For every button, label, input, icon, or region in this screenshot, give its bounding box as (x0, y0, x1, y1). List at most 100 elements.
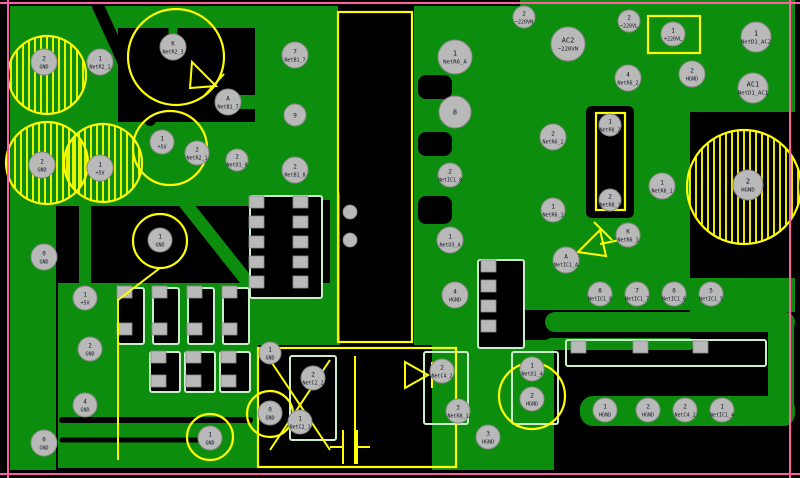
pad[interactable]: 9 (283, 103, 307, 127)
pad-shape[interactable] (197, 425, 223, 451)
ic-pad[interactable] (185, 374, 202, 388)
pad-shape[interactable] (740, 21, 772, 53)
ic-pad[interactable] (248, 235, 265, 249)
pad[interactable]: 1+5V (149, 129, 175, 155)
component-outline[interactable] (289, 355, 337, 441)
pad-shape[interactable] (445, 398, 471, 424)
ic-pad[interactable] (221, 285, 238, 299)
pad[interactable]: 2~220VL (617, 9, 641, 33)
pad-shape[interactable] (281, 156, 309, 184)
pad-shape[interactable] (512, 5, 536, 29)
component-outline[interactable] (565, 339, 767, 367)
ic-pad[interactable] (292, 195, 309, 209)
pad-shape[interactable] (86, 48, 114, 76)
silkscreen-rect[interactable] (336, 10, 414, 344)
pad-shape[interactable] (77, 336, 103, 362)
pad-shape[interactable] (519, 386, 545, 412)
pad-shape[interactable] (300, 365, 326, 391)
ic-pad[interactable] (151, 322, 168, 336)
pad-shape[interactable] (86, 154, 114, 182)
pad-shape[interactable] (614, 64, 642, 92)
diode-symbol-icon[interactable] (404, 360, 431, 390)
pad[interactable]: 1+220VL (660, 21, 686, 47)
pad-shape[interactable] (437, 39, 473, 75)
pad-shape[interactable] (635, 397, 661, 423)
ic-pad[interactable] (220, 374, 237, 388)
via[interactable] (342, 204, 358, 220)
ic-pad[interactable] (292, 275, 309, 289)
pad-shape[interactable] (283, 103, 307, 127)
ic-pad[interactable] (186, 285, 203, 299)
component-outline[interactable] (511, 351, 559, 425)
pad-shape[interactable] (648, 172, 676, 200)
pad-shape[interactable] (159, 33, 187, 61)
ic-pad[interactable] (150, 350, 167, 364)
pad[interactable]: 1+5V (72, 285, 98, 311)
ic-pad[interactable] (480, 259, 497, 273)
pad-shape[interactable] (257, 400, 283, 426)
pad-shape[interactable] (539, 123, 567, 151)
pad-shape[interactable] (519, 356, 545, 382)
pad-shape[interactable] (615, 222, 641, 248)
ic-pad[interactable] (186, 322, 203, 336)
pad-shape[interactable] (225, 148, 249, 172)
pad[interactable]: AC2~220VN (550, 26, 586, 62)
ic-pad[interactable] (116, 322, 133, 336)
ic-pad[interactable] (116, 285, 133, 299)
ic-pad[interactable] (292, 235, 309, 249)
silkscreen-line[interactable] (117, 267, 161, 301)
pad-shape[interactable] (660, 21, 686, 47)
ic-pad[interactable] (248, 195, 265, 209)
silkscreen-circle[interactable] (185, 412, 235, 462)
pad-shape[interactable] (598, 113, 622, 137)
pad-shape[interactable] (587, 281, 613, 307)
pad-shape[interactable] (550, 26, 586, 62)
pad[interactable]: 8 (438, 95, 472, 129)
ic-pad[interactable] (185, 350, 202, 364)
pad-shape[interactable] (214, 88, 242, 116)
ic-pad[interactable] (248, 275, 265, 289)
ic-pad[interactable] (220, 350, 237, 364)
pad-shape[interactable] (258, 341, 282, 365)
pad-shape[interactable] (30, 48, 58, 76)
pad-shape[interactable] (149, 129, 175, 155)
diode-symbol-icon[interactable] (575, 228, 608, 258)
pad-shape[interactable] (540, 197, 566, 223)
pad-shape[interactable] (678, 60, 706, 88)
pad-shape[interactable] (592, 397, 618, 423)
pad-shape[interactable] (436, 226, 464, 254)
ic-pad[interactable] (570, 340, 587, 354)
copper-region[interactable] (10, 200, 56, 470)
silkscreen-circle[interactable] (126, 7, 226, 107)
pad-shape[interactable] (184, 140, 210, 166)
pad-shape[interactable] (429, 358, 455, 384)
pad-shape[interactable] (72, 392, 98, 418)
pad-shape[interactable] (147, 227, 173, 253)
